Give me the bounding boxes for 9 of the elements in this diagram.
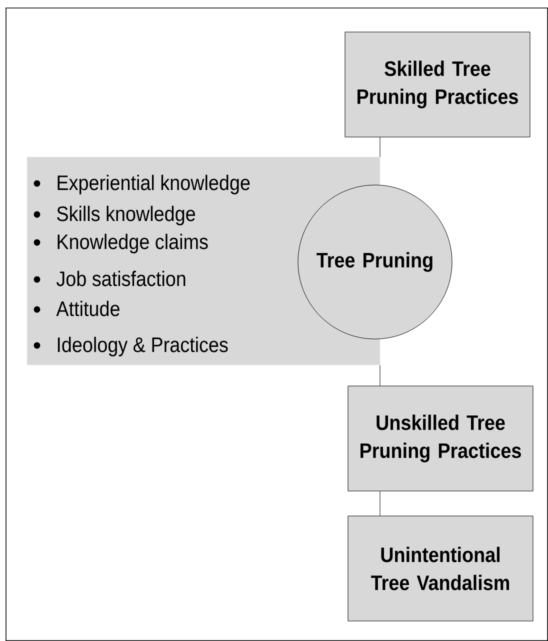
process-box: Unintentional Tree Vandalism [348, 516, 534, 622]
process-box: Unskilled Tree Pruning Practices [348, 386, 534, 492]
node-label: Knowledge claims [58, 234, 208, 254]
process-box: Skilled Tree Pruning Practices [344, 32, 530, 138]
node-label: Skills knowledge [57, 206, 196, 226]
node-label: Job satisfaction [56, 270, 186, 286]
node-label: Attitude [56, 300, 120, 316]
node-label: Experiential knowledge [58, 174, 250, 194]
node-label: Ideology & Practices [58, 336, 228, 356]
